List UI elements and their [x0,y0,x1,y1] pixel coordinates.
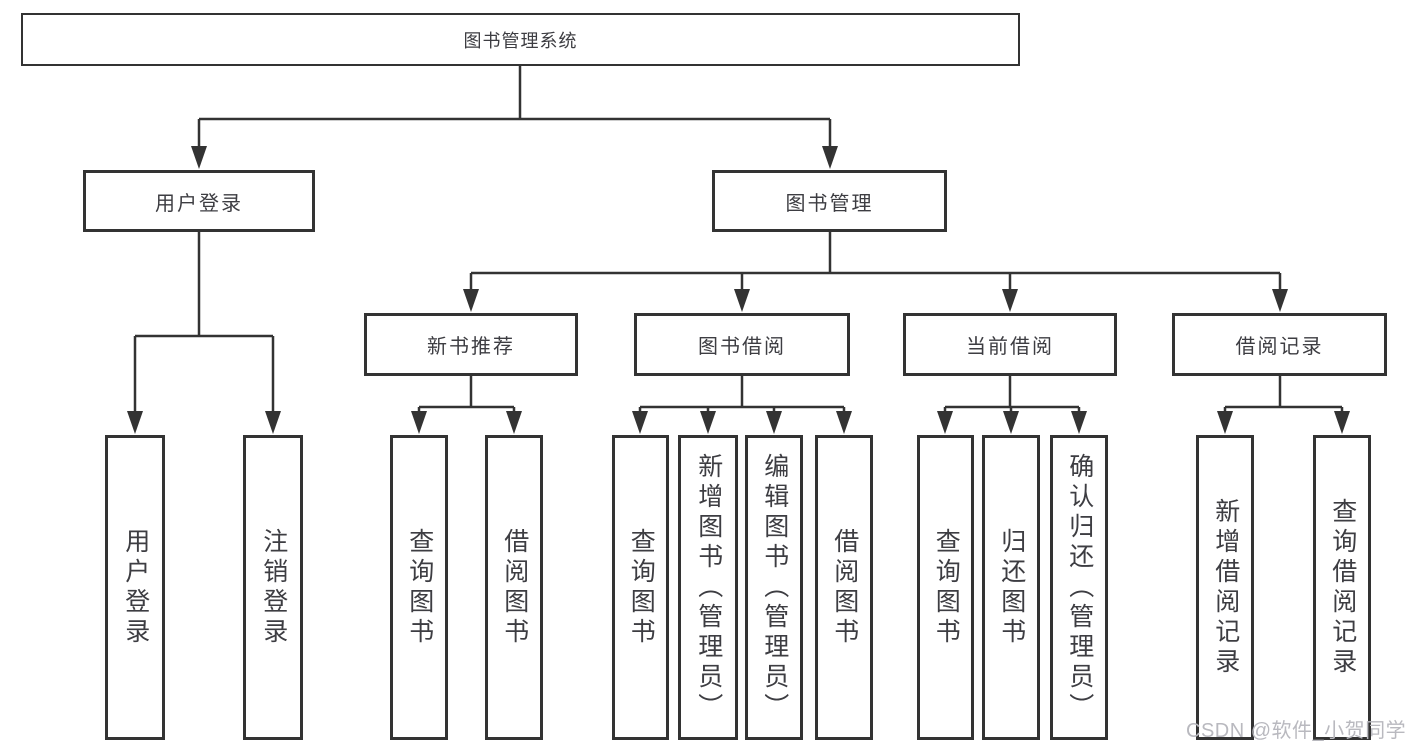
leaf-user-login: 用户登录 [105,435,165,740]
node-borrowing-records: 借阅记录 [1172,313,1387,376]
connector-book-borrowing-to-leaves [632,376,852,434]
leaf-query-books-borrowing-label: 查询图书 [627,527,656,648]
node-new-book-recommend-label: 新书推荐 [427,336,515,358]
leaf-query-borrow-record: 查询借阅记录 [1313,435,1371,740]
connector-borrowing-records-to-leaves [1217,376,1350,434]
leaf-edit-books-admin: 编辑图书（管理员） [745,435,803,740]
node-new-book-recommend: 新书推荐 [364,313,578,376]
leaf-query-books-recommend: 查询图书 [390,435,448,740]
node-current-borrowing-label: 当前借阅 [966,336,1054,358]
csdn-watermark: CSDN @软件_小贺同学 [1186,720,1405,742]
node-user-login-label: 用户登录 [155,192,243,215]
connector-root-to-level2 [191,66,838,169]
leaf-query-books-borrowing: 查询图书 [612,435,669,740]
connector-new-book-recommend-to-leaves [411,376,522,434]
leaf-return-books: 归还图书 [982,435,1040,740]
leaf-return-books-label: 归还图书 [997,527,1026,648]
leaf-add-borrow-record: 新增借阅记录 [1196,435,1254,740]
leaf-logout-label: 注销登录 [259,527,288,648]
leaf-borrow-books-recommend-label: 借阅图书 [500,527,529,648]
leaf-add-borrow-record-label: 新增借阅记录 [1211,497,1240,678]
node-book-borrowing: 图书借阅 [634,313,850,376]
leaf-confirm-return-admin-label: 确认归还（管理员） [1065,452,1094,723]
node-root-label: 图书管理系统 [463,30,578,51]
node-current-borrowing: 当前借阅 [903,313,1117,376]
node-book-borrowing-label: 图书借阅 [698,336,786,358]
node-book-management: 图书管理 [712,170,947,232]
leaf-user-login-label: 用户登录 [121,527,150,648]
node-user-login: 用户登录 [83,170,315,232]
connector-book-management-to-level3 [463,232,1288,312]
connector-current-borrowing-to-leaves [937,376,1087,434]
leaf-logout: 注销登录 [243,435,303,740]
leaf-query-books-recommend-label: 查询图书 [405,527,434,648]
leaf-add-books-admin-label: 新增图书（管理员） [694,452,723,723]
leaf-query-borrow-record-label: 查询借阅记录 [1328,497,1357,678]
leaf-confirm-return-admin: 确认归还（管理员） [1050,435,1108,740]
leaf-borrow-books: 借阅图书 [815,435,873,740]
leaf-add-books-admin: 新增图书（管理员） [678,435,738,740]
leaf-borrow-books-recommend: 借阅图书 [485,435,543,740]
node-book-management-label: 图书管理 [785,192,874,215]
node-borrowing-records-label: 借阅记录 [1235,336,1324,358]
leaf-edit-books-admin-label: 编辑图书（管理员） [760,452,789,723]
connector-user-login-to-leaves [127,232,281,434]
leaf-query-books-current: 查询图书 [917,435,974,740]
node-root-system: 图书管理系统 [21,13,1020,66]
leaf-query-books-current-label: 查询图书 [932,527,961,648]
leaf-borrow-books-label: 借阅图书 [830,527,859,648]
